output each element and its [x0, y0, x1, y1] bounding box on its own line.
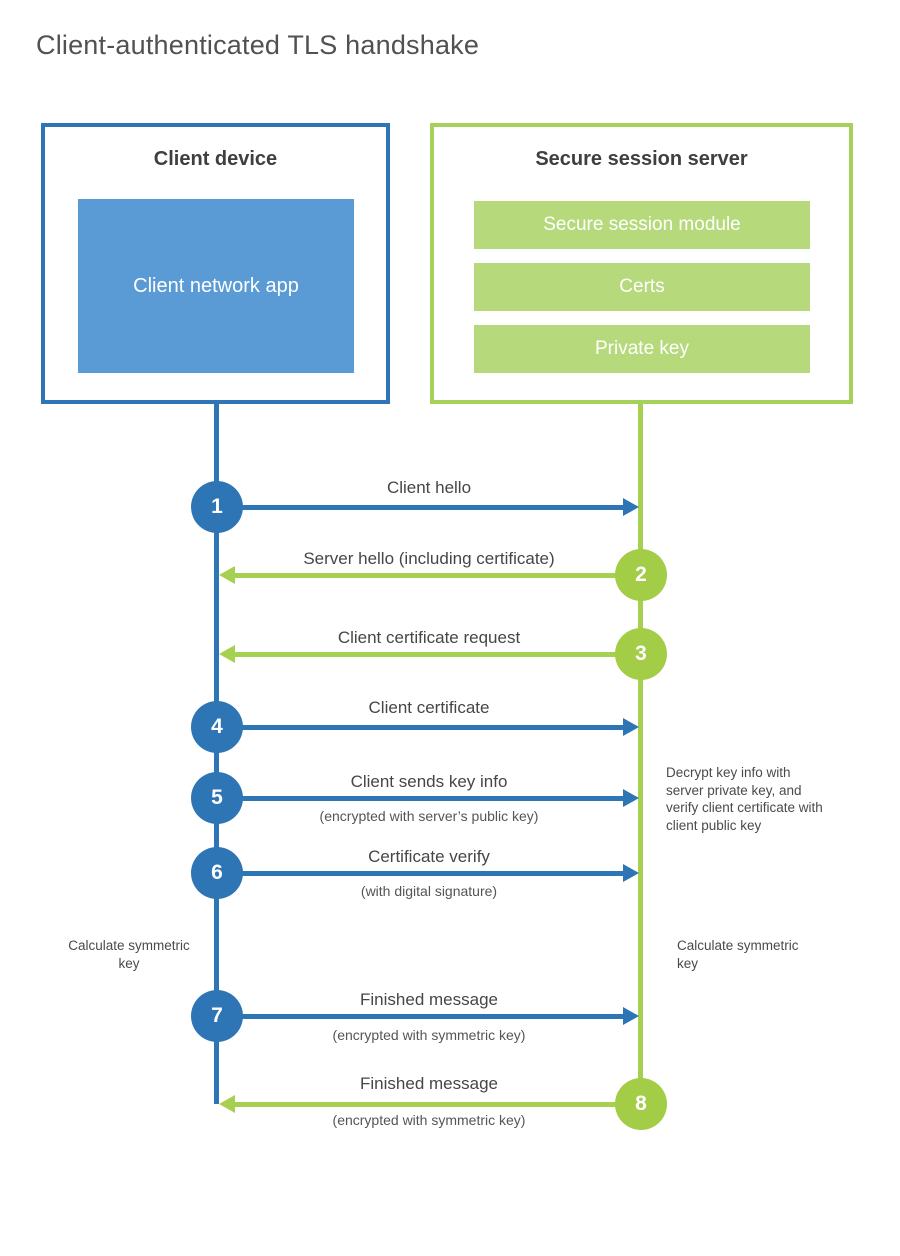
message-label: Client sends key info — [350, 772, 508, 791]
step-circle-4: 4 — [191, 701, 243, 753]
calculate-symmetric-key-left: Calculate symmetric key — [68, 938, 190, 971]
server-lifeline — [638, 404, 643, 1104]
client-network-app-label: Client network app — [133, 274, 299, 297]
message-label: Server hello (including certificate) — [303, 549, 555, 568]
message-sublabel: (encrypted with symmetric key) — [332, 1027, 526, 1043]
message-sublabel: (encrypted with symmetric key) — [332, 1112, 526, 1128]
server-box: Secure session server Secure session mod… — [430, 123, 853, 404]
arrow-left — [219, 565, 639, 585]
arrow-right — [219, 497, 639, 517]
message-label: Certificate verify — [368, 847, 490, 866]
step-circle-3: 3 — [615, 628, 667, 680]
message-sublabel: (encrypted with server’s public key) — [319, 808, 539, 824]
server-title: Secure session server — [535, 148, 748, 170]
message-label: Client certificate — [368, 698, 490, 717]
client-network-app-box: Client network app — [78, 199, 354, 373]
arrow-left — [219, 1094, 639, 1114]
server-module-secure-session: Secure session module — [474, 201, 810, 249]
client-device-title: Client device — [153, 148, 278, 170]
client-lifeline — [214, 404, 219, 1104]
arrow-right — [219, 788, 639, 808]
arrow-right — [219, 863, 639, 883]
message-label: Client hello — [386, 478, 472, 497]
server-module-private-key: Private key — [474, 325, 810, 373]
message-label: Finished message — [360, 1074, 498, 1093]
message-label: Client certificate request — [337, 628, 521, 647]
arrow-right — [219, 717, 639, 737]
step-circle-1: 1 — [191, 481, 243, 533]
step-circle-6: 6 — [191, 847, 243, 899]
client-device-box: Client device Client network app — [41, 123, 390, 404]
server-module-certs: Certs — [474, 263, 810, 311]
step-circle-7: 7 — [191, 990, 243, 1042]
calculate-symmetric-key-right: Calculate symmetric key — [677, 938, 799, 971]
arrow-right — [219, 1006, 639, 1026]
message-label: Finished message — [360, 990, 498, 1009]
step-circle-2: 2 — [615, 549, 667, 601]
step-circle-5: 5 — [191, 772, 243, 824]
message-sublabel: (with digital signature) — [360, 883, 498, 899]
page-title: Client-authenticated TLS handshake — [36, 30, 480, 60]
arrow-left — [219, 644, 639, 664]
decrypt-note: Decrypt key info with server private key… — [666, 765, 823, 833]
step-circle-8: 8 — [615, 1078, 667, 1130]
